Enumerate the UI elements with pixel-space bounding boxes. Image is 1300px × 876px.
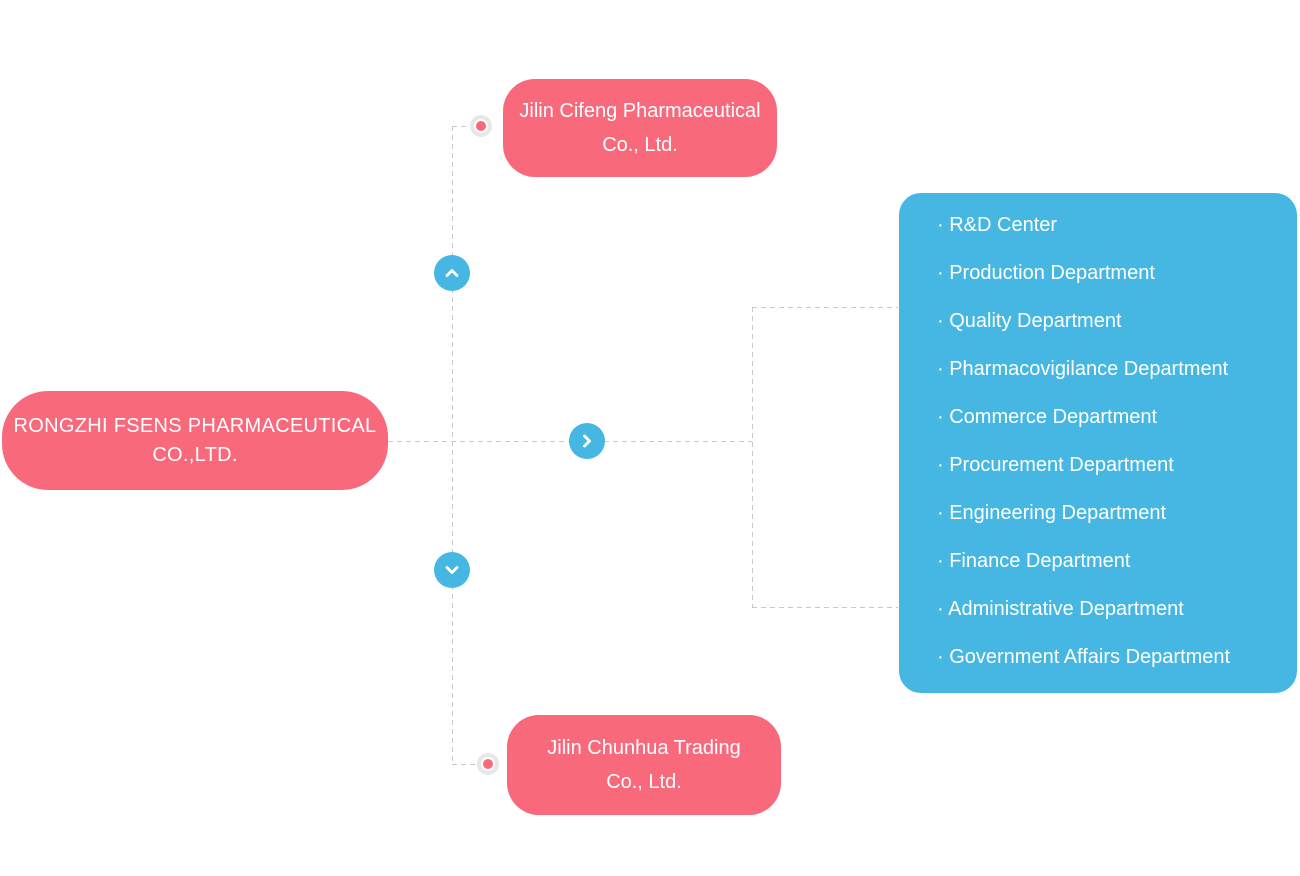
department-item: · Procurement Department: [937, 454, 1174, 476]
department-item: · Government Affairs Department: [937, 646, 1231, 668]
chevron-down-icon: [442, 560, 462, 580]
connector-stub-bottom: [452, 764, 479, 765]
subsidiary-top-box: Jilin Cifeng Pharmaceutical Co., Ltd.: [503, 79, 777, 177]
connector-node-ring: [474, 119, 488, 133]
department-item: · Pharmacovigilance Department: [937, 358, 1229, 380]
subsidiary-bottom-name-line1: Jilin Chunhua Trading: [547, 737, 741, 759]
root-company-name-line1: RONGZHI FSENS PHARMACEUTICAL: [13, 414, 377, 437]
root-company-name-line2: CO.,LTD.: [152, 443, 238, 466]
connector-vertical-main: [452, 126, 453, 764]
connector-vertical-right: [752, 307, 753, 608]
connector-node-dot-icon: [476, 121, 486, 131]
connector-stub-top: [452, 126, 472, 127]
department-item: · R&D Center: [937, 214, 1058, 236]
subsidiary-top-name-line2: Co., Ltd.: [602, 134, 678, 156]
connector-node-top: [470, 115, 492, 137]
connector-node-ring: [481, 757, 495, 771]
expand-up-button[interactable]: [434, 255, 470, 291]
expand-right-button[interactable]: [569, 423, 605, 459]
subsidiary-top-name-line1: Jilin Cifeng Pharmaceutical: [519, 100, 761, 122]
department-item: · Engineering Department: [937, 502, 1167, 524]
connector-node-dot-icon: [483, 759, 493, 769]
chevron-right-icon: [577, 431, 597, 451]
connector-right-bottom: [752, 607, 898, 608]
department-item: · Finance Department: [937, 550, 1131, 572]
departments-panel: · R&D Center · Production Department · Qua…: [899, 193, 1297, 693]
subsidiary-bottom-name-line2: Co., Ltd.: [606, 771, 682, 793]
subsidiary-bottom-box: Jilin Chunhua Trading Co., Ltd.: [507, 715, 781, 815]
root-company-box: RONGZHI FSENS PHARMACEUTICAL CO.,LTD.: [2, 391, 388, 490]
expand-down-button[interactable]: [434, 552, 470, 588]
department-item: · Quality Department: [937, 310, 1122, 332]
department-item: · Administrative Department: [937, 598, 1184, 620]
connector-right-top: [752, 307, 898, 308]
department-item: · Commerce Department: [937, 406, 1158, 428]
connector-node-bottom: [477, 753, 499, 775]
chevron-up-icon: [442, 263, 462, 283]
department-item: · Production Department: [937, 262, 1155, 284]
